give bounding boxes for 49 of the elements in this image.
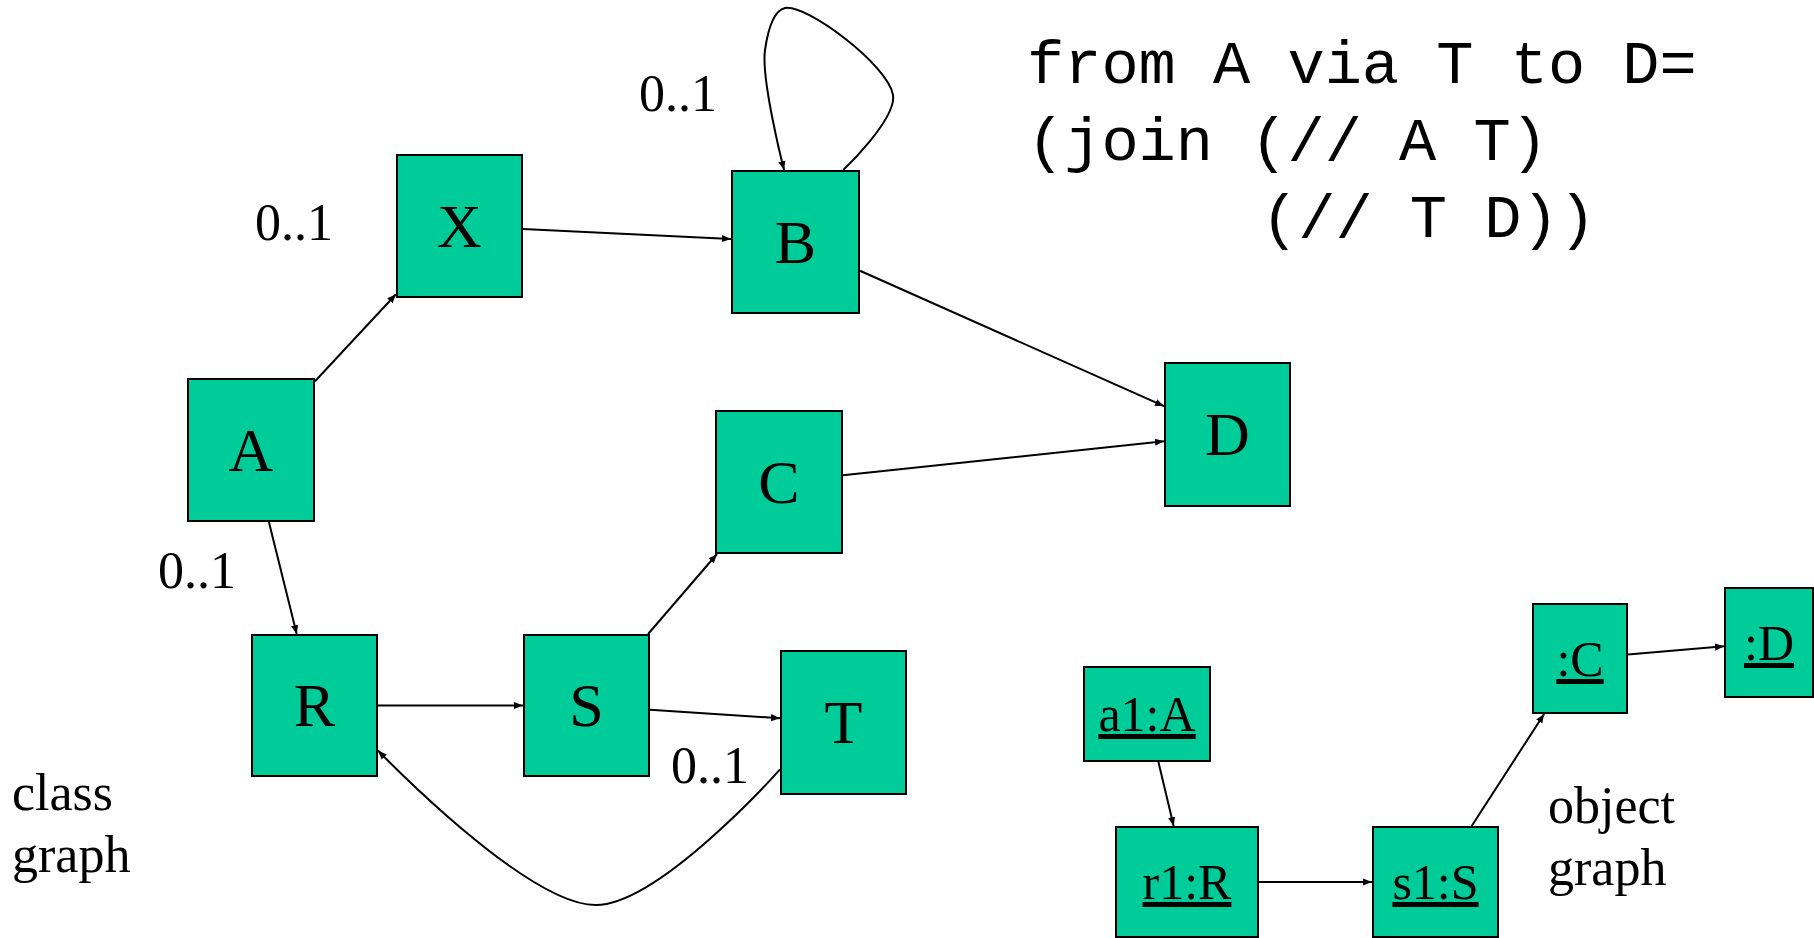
class-box xyxy=(523,634,650,777)
arrow xyxy=(1627,643,1725,656)
object-box xyxy=(1724,587,1814,698)
class-box xyxy=(1164,362,1291,507)
query-code-line: (// T D)) xyxy=(1261,184,1596,258)
class-box xyxy=(715,410,843,554)
arrow xyxy=(649,708,781,722)
node-label: A xyxy=(228,414,274,486)
node-label: :D xyxy=(1744,613,1794,672)
caption: object graph xyxy=(1548,776,1677,899)
object-box xyxy=(1115,826,1259,938)
arrow xyxy=(522,228,732,243)
multiplicity-label: 0..1 xyxy=(255,193,333,253)
arrow xyxy=(763,7,894,171)
arrow xyxy=(1157,761,1176,827)
query-code-line: (join (// A T) xyxy=(1027,107,1548,181)
class-box xyxy=(780,650,907,795)
arrow xyxy=(842,438,1165,477)
node-label: B xyxy=(774,206,817,278)
class-box xyxy=(187,378,315,522)
arrow xyxy=(647,553,718,635)
multiplicity-label: 0..1 xyxy=(158,541,236,601)
object-box xyxy=(1372,826,1499,938)
arrow xyxy=(377,701,524,710)
node-label: r1:R xyxy=(1142,853,1232,911)
multiplicity-label: 0..1 xyxy=(639,64,717,124)
query-code-line: from A via T to D= xyxy=(1027,30,1697,104)
arrow xyxy=(267,521,299,635)
node-label: T xyxy=(824,687,863,758)
class-box xyxy=(251,634,378,777)
class-box xyxy=(731,170,860,314)
node-label: :C xyxy=(1556,629,1604,688)
node-label: X xyxy=(437,190,482,262)
object-box xyxy=(1532,603,1628,714)
object-box xyxy=(1083,666,1211,762)
node-label: R xyxy=(293,670,336,741)
node-label: s1:S xyxy=(1392,853,1479,911)
arrow xyxy=(859,269,1165,408)
arrow xyxy=(1470,713,1546,827)
arrow xyxy=(1258,878,1373,886)
node-label: S xyxy=(569,670,604,741)
arrow xyxy=(314,293,397,383)
arrow xyxy=(377,749,781,906)
caption: class graph xyxy=(12,763,132,886)
node-label: a1:A xyxy=(1098,685,1196,743)
multiplicity-label: 0..1 xyxy=(671,736,749,796)
node-label: C xyxy=(758,446,800,518)
class-box xyxy=(396,154,523,298)
node-label: D xyxy=(1205,399,1250,470)
